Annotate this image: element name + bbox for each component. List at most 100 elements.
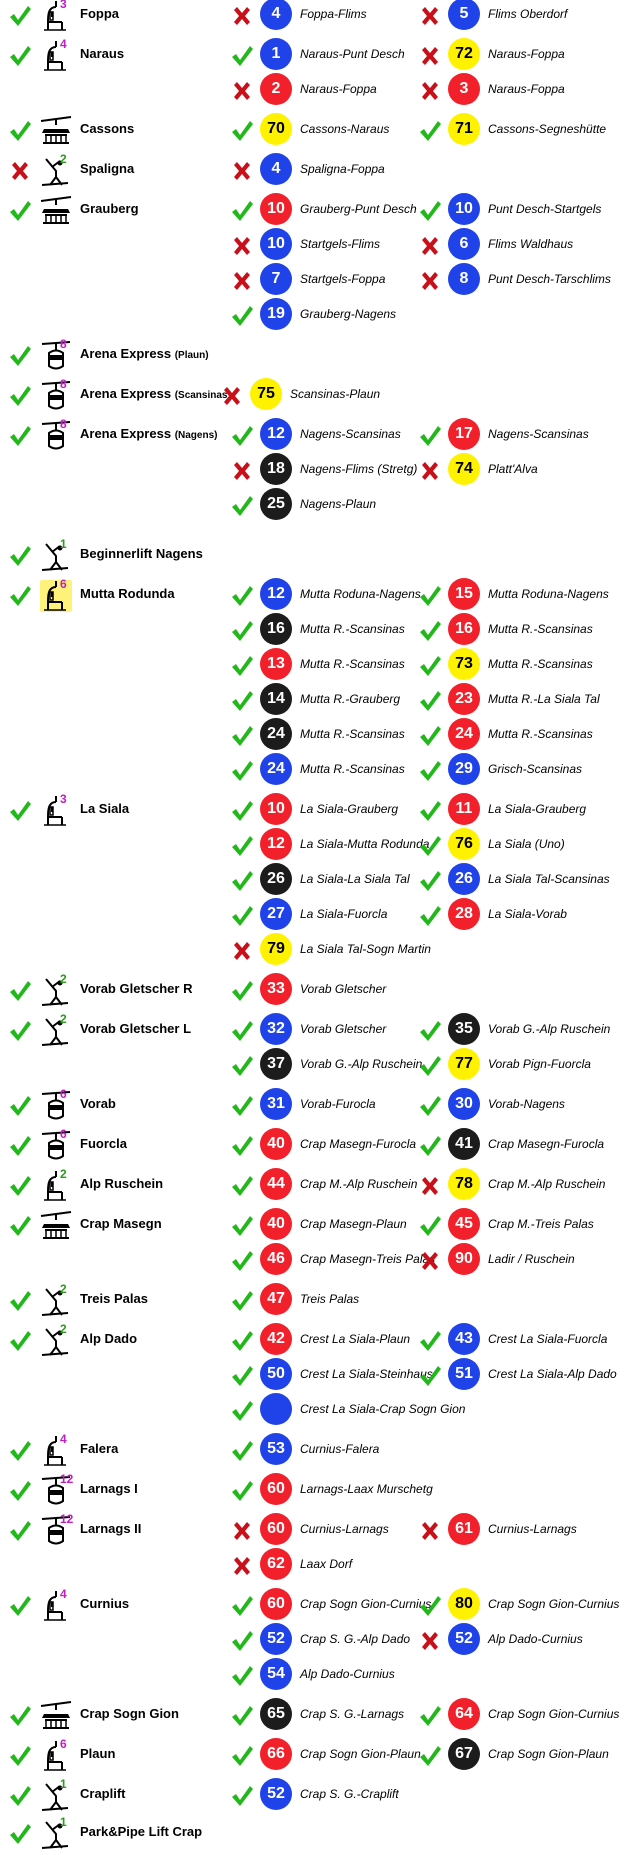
lift-row[interactable]: Crap Sogn Gion — [0, 1700, 228, 1734]
lift-row[interactable]: Crap Masegn — [0, 1210, 228, 1244]
lift-row[interactable]: Cassons — [0, 115, 228, 149]
slope-item[interactable]: Crest La Siala-Crap Sogn Gion — [230, 1391, 465, 1425]
lift-row[interactable]: Grauberg — [0, 195, 228, 229]
